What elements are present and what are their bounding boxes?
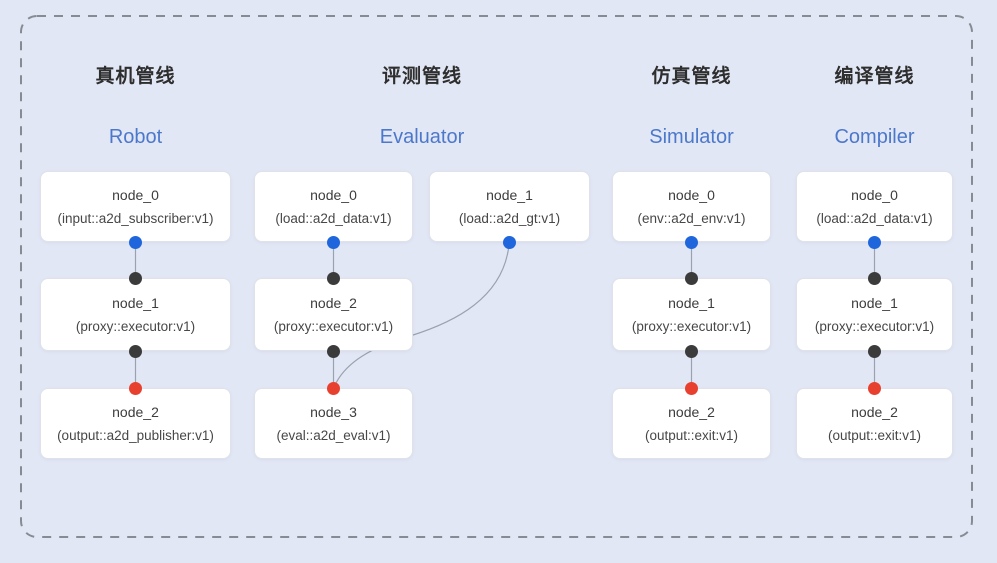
node-name: node_2	[668, 403, 715, 420]
node-robot-1: node_1 (proxy::executor:v1)	[40, 278, 231, 351]
node-detail: (output::exit:v1)	[644, 427, 739, 443]
node-detail: (proxy::executor:v1)	[75, 318, 196, 334]
node-detail: (load::a2d_data:v1)	[816, 210, 933, 226]
output-port-dot-blue	[868, 235, 881, 249]
output-port-dot-black	[129, 344, 142, 358]
node-detail: (proxy::executor:v1)	[814, 318, 935, 334]
node-compiler-2: node_2 (output::exit:v1)	[796, 388, 953, 459]
node-robot-2: node_2 (output::a2d_publisher:v1)	[40, 388, 231, 459]
node-detail: (proxy::executor:v1)	[273, 318, 394, 334]
output-port-dot-blue	[129, 235, 142, 249]
node-detail: (input::a2d_subscriber:v1)	[57, 210, 214, 226]
node-name: node_1	[112, 294, 159, 311]
node-evaluator-2: node_2 (proxy::executor:v1)	[254, 278, 413, 351]
input-port-dot-red	[685, 381, 698, 395]
node-name: node_2	[310, 294, 357, 311]
input-port-dot-red	[868, 381, 881, 395]
header-en-evaluator: Evaluator	[379, 126, 465, 148]
node-compiler-0: node_0 (load::a2d_data:v1)	[796, 171, 953, 242]
edge-evaluator-n1-n3-curve	[334, 244, 510, 386]
node-name: node_3	[310, 403, 357, 420]
node-name: node_0	[851, 186, 898, 203]
header-zh-evaluator: 评测管线	[381, 66, 462, 87]
output-port-dot-black	[868, 344, 881, 358]
node-name: node_2	[851, 403, 898, 420]
dashed-boundary	[20, 15, 973, 538]
node-name: node_1	[486, 186, 533, 203]
input-port-dot-red	[129, 381, 142, 395]
input-port-dot-black	[868, 272, 881, 285]
header-en-compiler: Compiler	[834, 126, 915, 148]
node-simulator-1: node_1 (proxy::executor:v1)	[612, 278, 771, 351]
input-port-dot-black	[685, 272, 698, 285]
node-name: node_2	[112, 403, 159, 420]
input-port-dot-black	[327, 272, 340, 285]
node-robot-0: node_0 (input::a2d_subscriber:v1)	[40, 171, 231, 242]
node-evaluator-3: node_3 (eval::a2d_eval:v1)	[254, 388, 413, 459]
input-port-dot-black	[129, 272, 142, 285]
input-port-dot-red	[327, 381, 340, 395]
node-detail: (output::exit:v1)	[827, 427, 922, 443]
header-zh-compiler: 编译管线	[834, 66, 915, 87]
node-detail: (output::a2d_publisher:v1)	[57, 427, 214, 443]
node-simulator-2: node_2 (output::exit:v1)	[612, 388, 771, 459]
node-name: node_0	[310, 186, 357, 203]
output-port-dot-black	[685, 344, 698, 358]
node-detail: (env::a2d_env:v1)	[637, 210, 746, 226]
node-name: node_0	[668, 186, 715, 203]
node-detail: (proxy::executor:v1)	[631, 318, 752, 334]
node-name: node_1	[668, 294, 715, 311]
node-evaluator-0: node_0 (load::a2d_data:v1)	[254, 171, 413, 242]
output-port-dot-blue	[685, 235, 698, 249]
node-detail: (load::a2d_data:v1)	[275, 210, 392, 226]
node-compiler-1: node_1 (proxy::executor:v1)	[796, 278, 953, 351]
output-port-dot-black	[327, 344, 340, 358]
header-zh-simulator: 仿真管线	[651, 66, 732, 87]
header-en-simulator: Simulator	[649, 126, 734, 148]
header-zh-robot: 真机管线	[95, 66, 176, 87]
output-port-dot-blue	[327, 235, 340, 249]
node-detail: (load::a2d_gt:v1)	[458, 210, 561, 226]
output-port-dot-blue	[502, 235, 516, 249]
node-detail: (eval::a2d_eval:v1)	[276, 427, 391, 443]
node-name: node_1	[851, 294, 898, 311]
node-simulator-0: node_0 (env::a2d_env:v1)	[612, 171, 771, 242]
node-name: node_0	[112, 186, 159, 203]
node-evaluator-1: node_1 (load::a2d_gt:v1)	[429, 171, 590, 242]
header-en-robot: Robot	[108, 126, 163, 148]
